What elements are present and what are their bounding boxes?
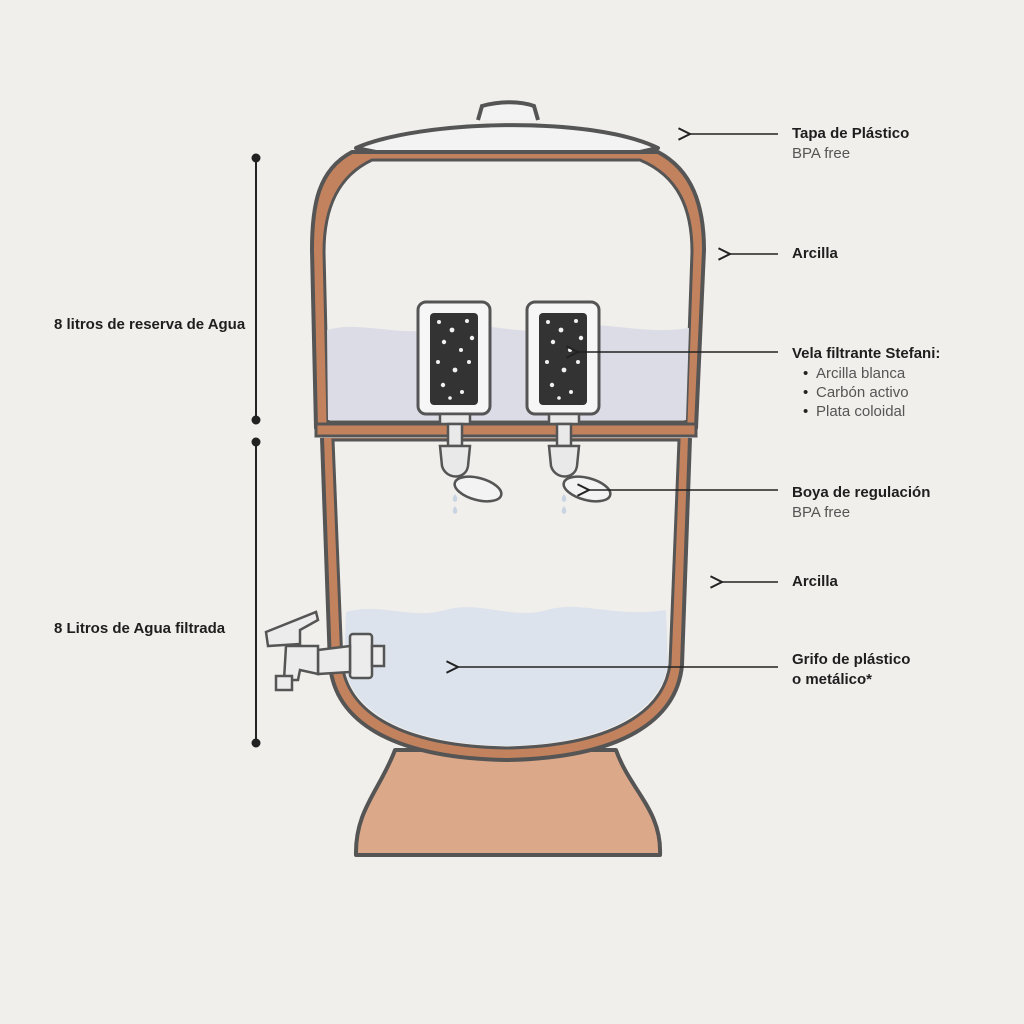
- filter-component-item: Arcilla blanca: [803, 364, 940, 383]
- lid-callout-subtitle: BPA free: [792, 145, 851, 162]
- filter-candle-left: [416, 300, 503, 514]
- float-callout: Boya de regulación BPA free: [792, 483, 930, 523]
- filter-callout: Vela filtrante Stefani: Arcilla blanca C…: [792, 344, 940, 421]
- float-callout-subtitle: BPA free: [792, 504, 851, 521]
- chamber-divider: [314, 422, 698, 438]
- filter-component-item: Plata coloidal: [803, 402, 940, 421]
- tap-callout-title-line2: o metálico*: [792, 671, 873, 688]
- upper-capacity-bracket: [251, 153, 261, 425]
- float-callout-title: Boya de regulación: [792, 484, 931, 501]
- clay-base: [353, 748, 663, 857]
- lid-knob: [476, 100, 540, 121]
- callout-arrows: [458, 134, 778, 667]
- filter-component-item: Carbón activo: [803, 383, 940, 402]
- lower-capacity-bracket: [251, 437, 261, 748]
- lower-capacity-label: 8 Litros de Agua filtrada: [54, 620, 226, 637]
- upper-clay-callout-title: Arcilla: [792, 245, 838, 262]
- upper-clay-callout: Arcilla: [792, 244, 838, 264]
- filter-callout-title: Vela filtrante Stefani:: [792, 345, 941, 362]
- lid-callout-title: Tapa de Plástico: [792, 125, 910, 142]
- tap-callout: Grifo de plástico o metálico*: [792, 650, 910, 690]
- tap: [264, 610, 386, 692]
- lower-clay-callout: Arcilla: [792, 572, 838, 592]
- upper-capacity-label: 8 litros de reserva de Agua: [54, 316, 246, 333]
- reserve-water: [327, 324, 689, 420]
- lower-clay-callout-title: Arcilla: [792, 573, 838, 590]
- filtered-water: [344, 606, 668, 746]
- plastic-lid: [354, 123, 660, 154]
- lid-callout: Tapa de Plástico BPA free: [792, 124, 909, 164]
- tap-callout-title-line1: Grifo de plástico: [792, 651, 911, 668]
- filter-components-list: Arcilla blanca Carbón activo Plata coloi…: [792, 364, 940, 421]
